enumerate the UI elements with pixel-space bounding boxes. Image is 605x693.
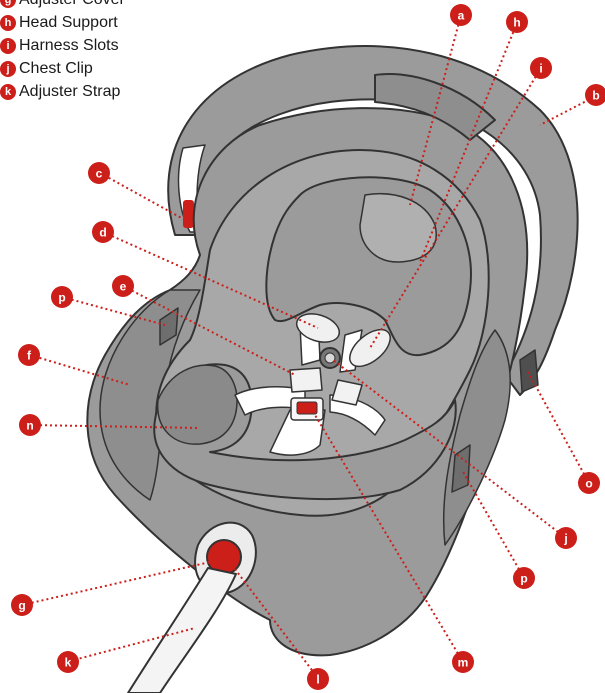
leader-p2 [462, 470, 524, 578]
callout-label: i [539, 62, 542, 76]
callout-g: g [11, 594, 33, 616]
car-seat-illustration [87, 46, 577, 693]
callout-k: k [57, 651, 79, 673]
callout-label: g [18, 599, 25, 613]
callout-j: j [555, 527, 577, 549]
callout-p-right: p [513, 567, 535, 589]
handle-release-button [183, 200, 194, 228]
callout-label: h [513, 16, 520, 30]
callout-h: h [506, 11, 528, 33]
callout-m: m [452, 651, 474, 673]
callout-label: c [96, 167, 103, 181]
callout-label: n [26, 419, 33, 433]
callout-label: o [585, 477, 592, 491]
callout-label: k [65, 656, 72, 670]
callout-a: a [450, 4, 472, 26]
callout-p-left: p [51, 286, 73, 308]
callout-label: d [99, 226, 106, 240]
callout-d: d [92, 221, 114, 243]
callout-e: e [112, 275, 134, 297]
callout-l: l [307, 668, 329, 690]
callout-label: a [458, 9, 465, 23]
leader-o [528, 372, 589, 483]
callout-label: p [58, 291, 65, 305]
buckle-tongue-left [290, 368, 322, 392]
buckle-tongue-right [332, 380, 362, 405]
callout-label: p [520, 572, 527, 586]
callout-label: b [592, 89, 599, 103]
callout-label: e [120, 280, 127, 294]
callout-c: c [88, 162, 110, 184]
callout-label: m [458, 656, 469, 670]
callout-n: n [19, 414, 41, 436]
callout-o: o [578, 472, 600, 494]
callout-label: j [563, 532, 567, 546]
callout-label: l [316, 673, 319, 687]
callout-f: f [18, 344, 40, 366]
leader-g [22, 562, 210, 605]
callout-b: b [585, 84, 605, 106]
callout-i: i [530, 57, 552, 79]
